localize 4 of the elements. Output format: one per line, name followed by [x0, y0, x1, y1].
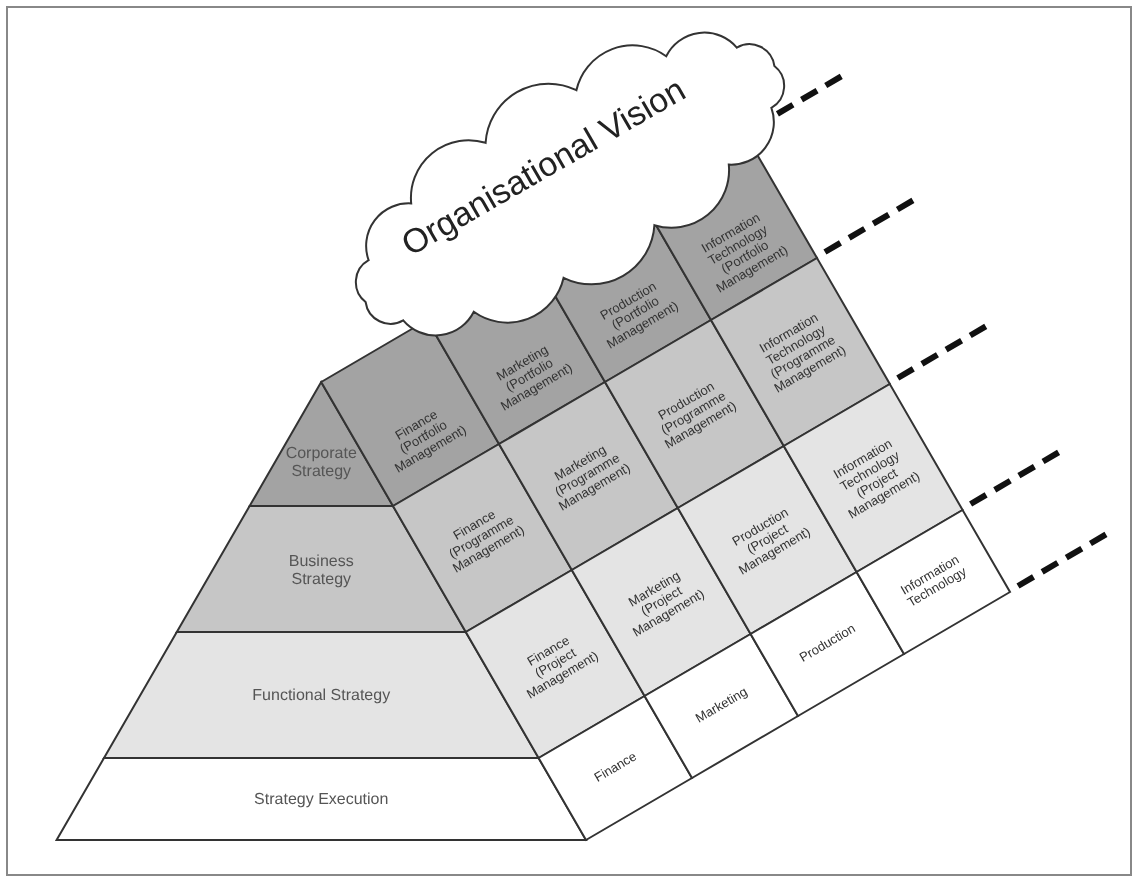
- band-text: Business Strategy: [286, 551, 356, 587]
- band-text: Functional Strategy: [252, 686, 391, 704]
- band-text: Corporate Strategy: [283, 444, 359, 480]
- band-text: Strategy Execution: [254, 790, 389, 808]
